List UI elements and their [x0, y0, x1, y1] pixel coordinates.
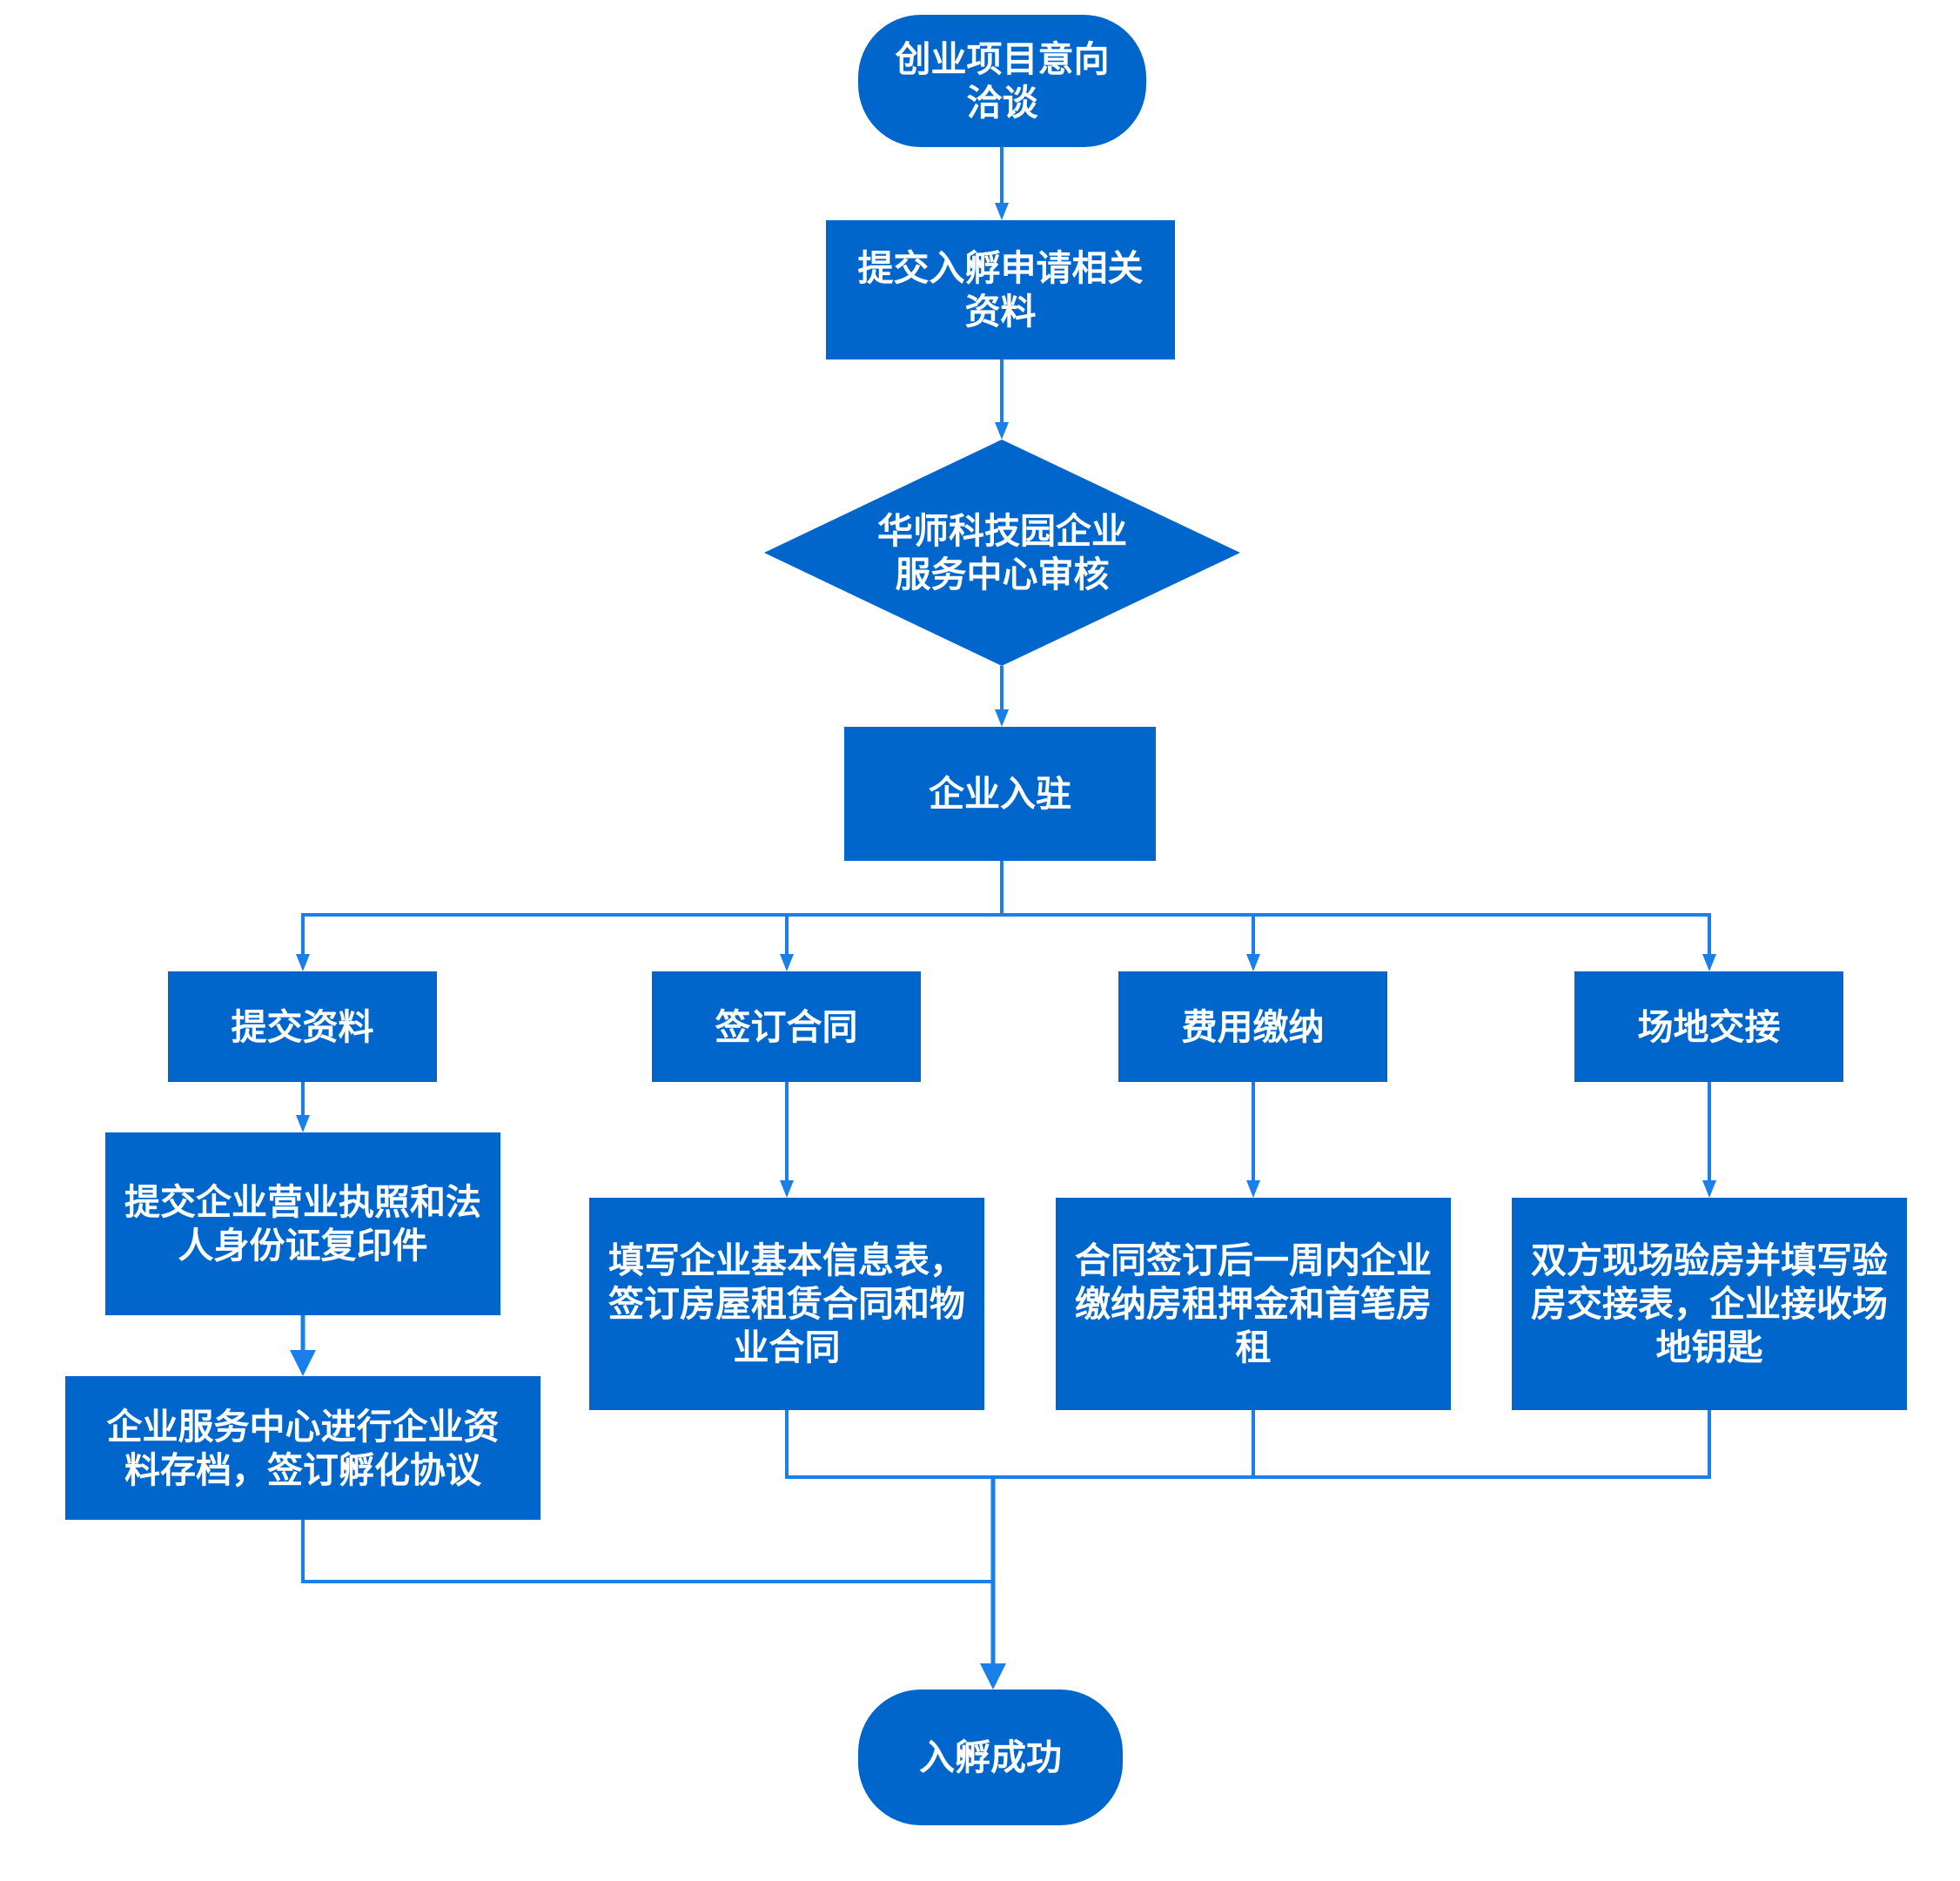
review-decision-label: 华师科技园企业 服务中心审核 — [764, 440, 1240, 666]
node-label-line: 费用缴纳 — [1181, 1005, 1325, 1048]
node-label-line: 提交资料 — [231, 1005, 374, 1048]
start-terminal: 创业项目意向 洽谈 — [858, 15, 1146, 147]
business-license-box: 提交企业营业执照和法 人身份证复印件 — [105, 1132, 500, 1315]
submit-application-box: 提交入孵申请相关 资料 — [826, 220, 1175, 359]
node-label-line: 人身份证复印件 — [178, 1225, 428, 1266]
node-label-line: 创业项目意向 — [895, 38, 1110, 80]
fee-payment-box: 费用缴纳 — [1118, 971, 1387, 1082]
node-label-line: 洽谈 — [966, 82, 1038, 124]
node-label-line: 签订房屋租赁合同和物 — [608, 1283, 965, 1325]
lease-contract-box: 填写企业基本信息表， 签订房屋租赁合同和物 业合同 — [589, 1198, 984, 1410]
node-label-line: 业合同 — [733, 1327, 841, 1368]
node-label-line: 双方现场验房并填写验 — [1531, 1239, 1888, 1281]
node-label-line: 服务中心审核 — [895, 554, 1110, 595]
review-decision-diamond — [764, 440, 1240, 666]
node-label-line: 合同签订后一周内企业 — [1075, 1239, 1432, 1281]
enterprise-entry-box: 企业入驻 — [844, 727, 1156, 861]
node-label-line: 地钥匙 — [1655, 1327, 1763, 1368]
node-label-line: 入孵成功 — [919, 1737, 1062, 1778]
node-label-line: 签订合同 — [715, 1005, 858, 1048]
submit-documents-box: 提交资料 — [168, 971, 437, 1082]
node-label-line: 企业服务中心进行企业资 — [106, 1405, 500, 1448]
node-label-line: 华师科技园企业 — [877, 510, 1127, 552]
rent-deposit-box: 合同签订后一周内企业 缴纳房租押金和首笔房 租 — [1056, 1198, 1451, 1410]
node-label-line: 提交入孵申请相关 — [857, 247, 1144, 289]
inspection-handover-box: 双方现场验房并填写验 房交接表，企业接收场 地钥匙 — [1512, 1198, 1907, 1410]
node-label-line: 料存档，签订孵化协议 — [124, 1448, 481, 1491]
node-label-line: 租 — [1235, 1327, 1272, 1368]
node-label-line: 场地交接 — [1637, 1005, 1781, 1048]
node-label-line: 资料 — [964, 291, 1037, 333]
node-label-line: 缴纳房租押金和首笔房 — [1075, 1283, 1432, 1325]
node-label-line: 填写企业基本信息表， — [608, 1239, 965, 1281]
end-terminal: 入孵成功 — [858, 1690, 1123, 1825]
node-label-line: 房交接表，企业接收场 — [1531, 1283, 1888, 1325]
site-handover-box: 场地交接 — [1574, 971, 1843, 1082]
node-label-line: 企业入驻 — [929, 773, 1071, 815]
archive-agreement-box: 企业服务中心进行企业资 料存档，签订孵化协议 — [65, 1376, 540, 1520]
node-label-line: 提交企业营业执照和法 — [124, 1181, 481, 1223]
sign-contract-box: 签订合同 — [652, 971, 921, 1082]
